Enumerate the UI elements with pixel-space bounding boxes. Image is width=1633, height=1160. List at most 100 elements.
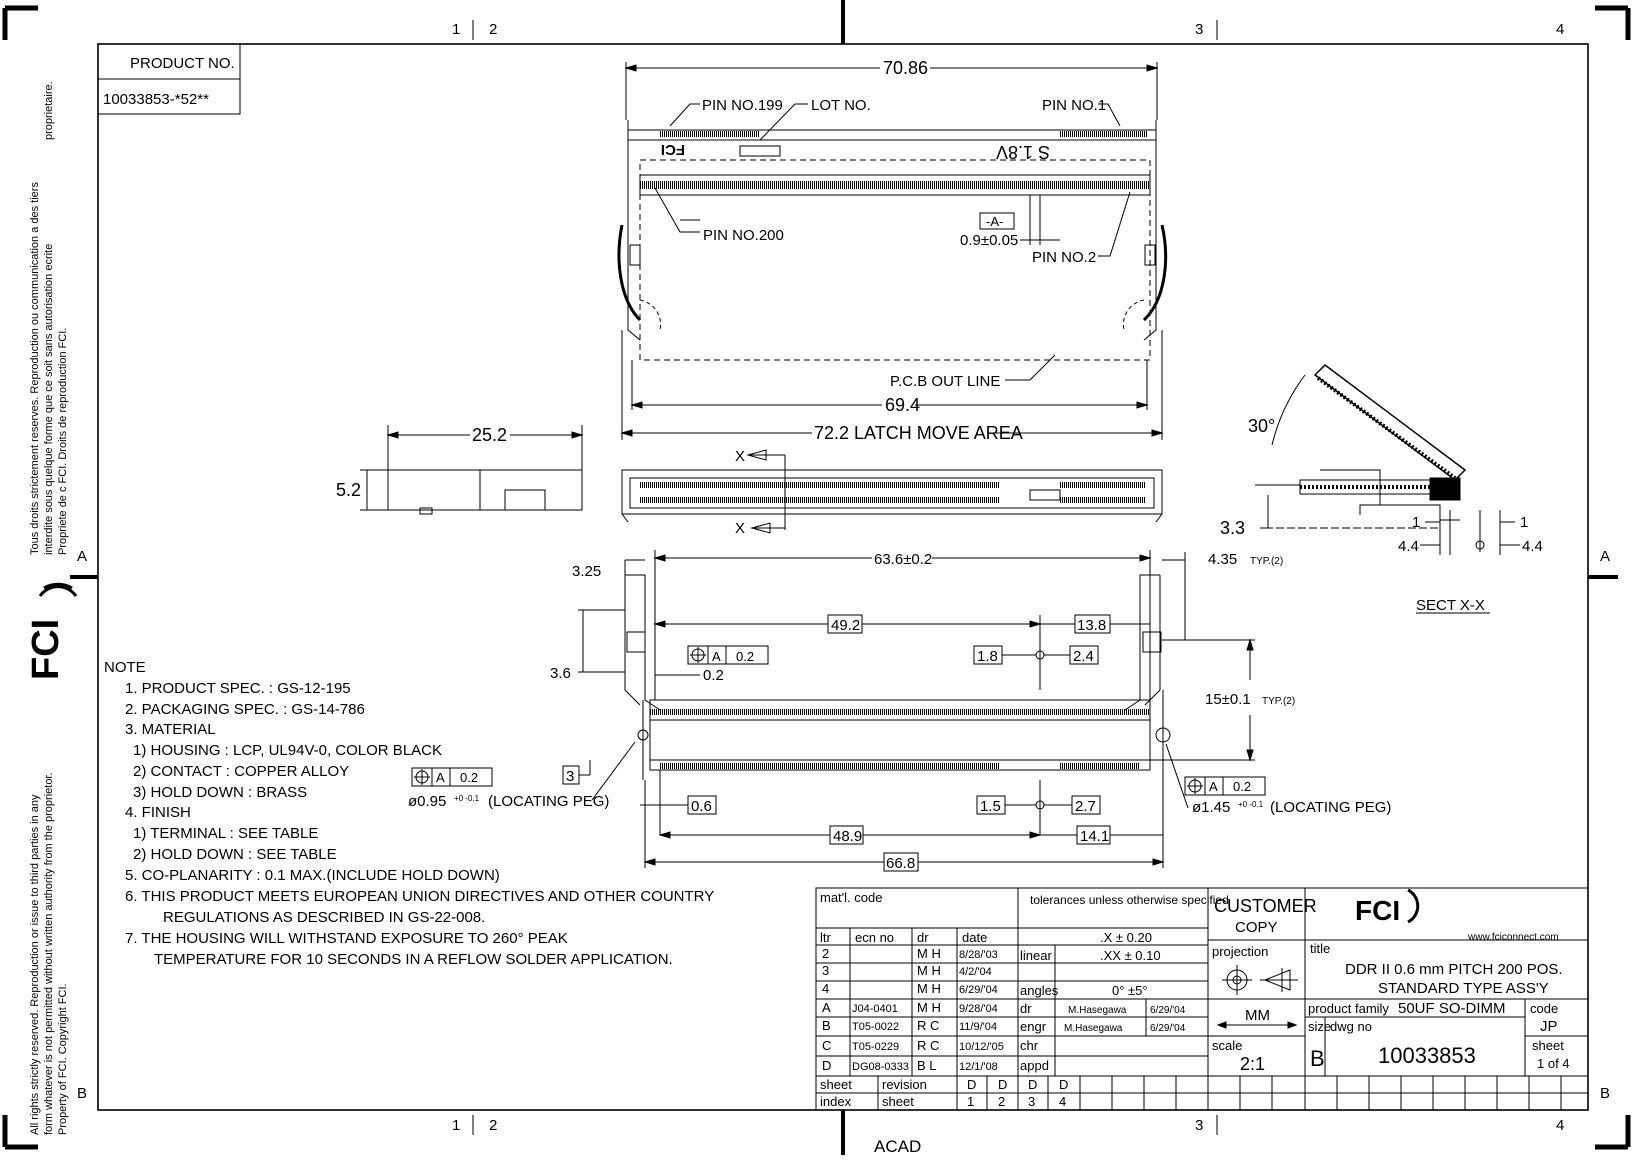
peg-2-tol: +0 -0.1 (1238, 800, 1264, 809)
mirrored-fci-mark: FCI (661, 141, 685, 158)
revision-row-1-col-1: 2 (822, 946, 829, 961)
customer-label: CUSTOMER (1214, 896, 1317, 916)
revision-row-5-col-4: 11/9/'04 (959, 1021, 997, 1033)
sheet-row-label: sheet (820, 1077, 852, 1092)
title-line-2: STANDARD TYPE ASS'Y (1378, 980, 1549, 997)
chr-label: chr (1020, 1038, 1039, 1053)
section-mark-x-top: X (735, 448, 745, 465)
front-view: X X (621, 448, 1163, 537)
copyright-english: All rights strictly reserved. Reproducti… (29, 772, 69, 1135)
title-block: mat'l. code tolerances unless otherwise … (815, 887, 1589, 1111)
sheet-val-3: 3 (1028, 1094, 1035, 1109)
rev-val-1: D (967, 1077, 976, 1092)
dim-63-6: 63.6±0.2 (874, 551, 932, 568)
projection-label: projection (1212, 944, 1268, 959)
note-line-12: REGULATIONS AS DESCRIBED IN GS-22-008. (163, 909, 485, 926)
grid-top-3: 3 (1195, 21, 1203, 38)
engr-name: M.Hasegawa (1064, 1023, 1123, 1034)
product-no-label: PRODUCT NO. (130, 55, 235, 72)
dim-14-1: 14.1 (1080, 828, 1109, 845)
copyright-french: Tous droits strictement reserves. Reprod… (29, 81, 69, 555)
label-pin-199: PIN NO.199 (702, 97, 783, 114)
engr-date: 6/29/'04 (1150, 1023, 1186, 1034)
fci-url: www.fciconnect.com (1467, 932, 1559, 943)
grid-labels: 1 2 3 4 1 2 3 4 A B A B (77, 21, 1610, 1134)
fci-logo-vertical-text: FCI (25, 619, 67, 680)
gdt-3-datum: A (1209, 779, 1218, 794)
rev-val-4: D (1059, 1077, 1068, 1092)
tol-xx: .XX ± 0.10 (1100, 948, 1161, 963)
label-pin-1: PIN NO.1 (1042, 97, 1106, 114)
product-family: 50UF SO-DIMM (1398, 1000, 1506, 1017)
product-no-value: 10033853-*52** (103, 91, 209, 108)
sheet-value: 1 of 4 (1537, 1056, 1570, 1071)
code-label: code (1530, 1001, 1558, 1016)
revision-row-4-col-1: A (822, 1000, 831, 1015)
grid-bottom-4: 4 (1556, 1117, 1564, 1134)
dim-15-typ: TYP.(2) (1262, 696, 1295, 707)
tol-angles: 0° ±5° (1112, 983, 1148, 998)
gdt-2-value: 0.2 (460, 770, 478, 785)
copy-label: COPY (1235, 919, 1278, 936)
datum-a: -A- (986, 214, 1003, 229)
copyright-en-line-1: All rights strictly reserved. Reproducti… (29, 794, 41, 1135)
dim-latch-move-area: 72.2 LATCH MOVE AREA (814, 423, 1023, 443)
revision-row-label: revision (882, 1077, 927, 1092)
scale-label: scale (1212, 1038, 1242, 1053)
dim-2-7: 2.7 (1075, 798, 1096, 815)
note-line-10: 5. CO-PLANARITY : 0.1 MAX.(INCLUDE HOLD … (125, 867, 500, 884)
scale-value: 2:1 (1240, 1054, 1265, 1074)
note-line-5: 2) CONTACT : COPPER ALLOY (133, 763, 349, 780)
dim-section-4-4-left: 4.4 (1398, 538, 1419, 555)
dim-3-6: 3.6 (550, 665, 571, 682)
revision-row-3-col-1: 4 (822, 981, 829, 996)
section-mark-x-bottom: X (735, 520, 745, 537)
dim-48-9: 48.9 (833, 828, 862, 845)
dim-3-25: 3.25 (572, 563, 601, 580)
peg-1-dia: ø0.95 (408, 793, 446, 810)
grid-bottom-3: 3 (1195, 1117, 1203, 1134)
section-title: SECT X-X (1416, 597, 1485, 614)
dim-70-86: 70.86 (883, 58, 928, 78)
notes-title: NOTE (104, 659, 146, 676)
engr-label: engr (1020, 1019, 1047, 1034)
grid-left-a: A (77, 548, 87, 565)
gdt-1-value: 0.2 (736, 649, 754, 664)
label-pin-2: PIN NO.2 (1032, 249, 1096, 266)
dim-1-8: 1.8 (977, 648, 998, 665)
revision-row-2-col-4: 4/2/'04 (959, 966, 992, 978)
revision-row-6-col-2: T05-0229 (852, 1041, 899, 1053)
revision-row-5-col-2: T05-0022 (852, 1021, 899, 1033)
grid-bottom-2: 2 (489, 1117, 497, 1134)
dim-1-5: 1.5 (980, 798, 1001, 815)
revision-row-6-col-3: R C (917, 1038, 939, 1053)
note-line-11: 6. THIS PRODUCT MEETS EUROPEAN UNION DIR… (125, 888, 714, 905)
note-line-8: 1) TERMINAL : SEE TABLE (133, 825, 318, 842)
rev-val-3: D (1028, 1077, 1037, 1092)
peg-1-tol: +0 -0.1 (454, 794, 480, 803)
dim-3-3: 3.3 (1220, 518, 1245, 538)
revision-row-4-col-4: 9/28/'04 (959, 1003, 998, 1015)
note-line-6: 3) HOLD DOWN : BRASS (133, 784, 307, 801)
dim-15: 15±0.1 (1205, 691, 1251, 708)
tolerances-title: tolerances unless otherwise specified (1030, 893, 1229, 907)
dim-section-1-right: 1 (1520, 514, 1528, 531)
dim-0-2: 0.2 (703, 667, 724, 684)
size-value: B (1310, 1046, 1325, 1071)
rev-header-ecn: ecn no (855, 930, 894, 945)
footer-acad: ACAD (874, 1137, 921, 1155)
sheet-val-1: 1 (967, 1094, 974, 1109)
dr-name: M.Hasegawa (1068, 1005, 1127, 1016)
units-mm: MM (1245, 1007, 1270, 1024)
grid-top-4: 4 (1556, 21, 1564, 38)
grid-right-b: B (1600, 1085, 1610, 1102)
notes: NOTE 1. PRODUCT SPEC. : GS-12-195 2. PAC… (104, 659, 714, 968)
gdt-3-value: 0.2 (1233, 779, 1251, 794)
note-line-9: 2) HOLD DOWN : SEE TABLE (133, 846, 337, 863)
bottom-view: 63.6±0.2 3.25 4.35 TYP.(2) 49.2 13.8 (408, 550, 1391, 872)
copyright-fr-line-2: interdite sous quelque forme que ce soit… (43, 244, 55, 555)
label-lot-no: LOT NO. (811, 97, 871, 114)
title-line-1: DDR II 0.6 mm PITCH 200 POS. (1345, 961, 1563, 978)
peg-1-text: (LOCATING PEG) (488, 793, 609, 810)
